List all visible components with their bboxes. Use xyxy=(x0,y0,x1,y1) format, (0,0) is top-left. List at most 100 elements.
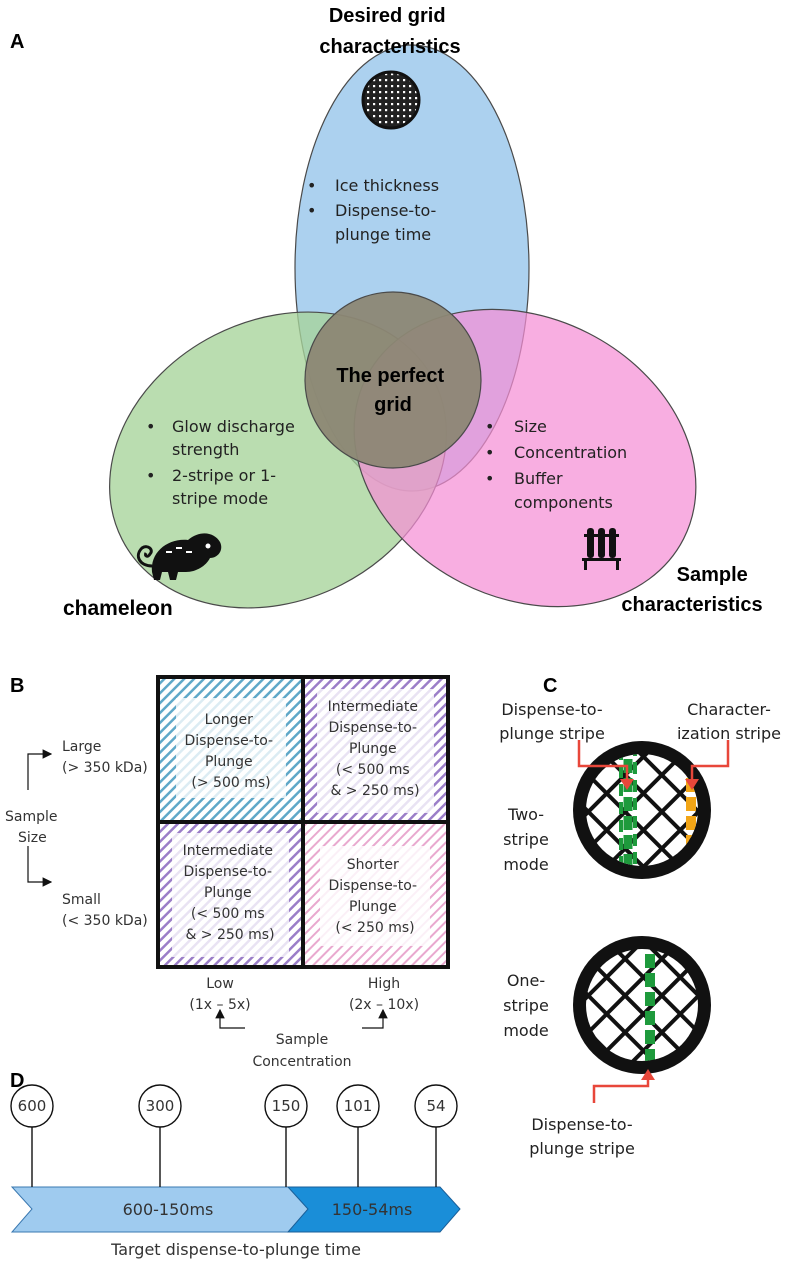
cell-tr-line3: Plunge xyxy=(349,741,397,757)
conc-low: Low xyxy=(206,976,234,992)
cell-br-line2: Dispense-to- xyxy=(328,878,417,894)
cell-br-text: Shorter Dispense-to- Plunge (< 250 ms) xyxy=(328,857,421,936)
size-large: Large xyxy=(62,739,101,755)
chameleon-bullet-item-1: Glow discharge xyxy=(172,417,295,436)
cell-tr-line1: Intermediate xyxy=(328,699,418,715)
cell-tl-text: Longer Dispense-to- Plunge (> 500 ms) xyxy=(184,712,277,791)
cell-tl-line3: Plunge xyxy=(205,754,253,770)
cell-bl-line3: Plunge xyxy=(204,885,252,901)
grid-bullets: • Ice thickness • Dispense-to- plunge ti… xyxy=(307,176,439,244)
timeline-pins xyxy=(10,1084,458,1187)
chameleon-bullet-2: • xyxy=(146,466,155,485)
cell-bl-text: Intermediate Dispense-to- Plunge (< 500 … xyxy=(183,843,278,943)
timeline xyxy=(10,1186,461,1233)
size-axis-line2: Size xyxy=(18,830,47,846)
chameleon-label: chameleon xyxy=(63,597,173,620)
dispense-label-bottom-line1: Dispense-to- xyxy=(531,1115,632,1134)
dispense-label-top-line2: plunge stripe xyxy=(499,724,605,743)
dispense-label-bottom-line2: plunge stripe xyxy=(529,1139,635,1158)
venn-diagram xyxy=(109,44,697,609)
sample-bullet-1: • xyxy=(485,417,494,436)
conc-low-range: (1x – 5x) xyxy=(189,997,250,1013)
chameleon-bullet-item-2b: stripe mode xyxy=(172,489,268,508)
size-small: Small xyxy=(62,892,101,908)
cell-br-line1: Shorter xyxy=(347,857,399,873)
conc-high-range: (2x – 10x) xyxy=(349,997,419,1013)
cell-br-line4: (< 250 ms) xyxy=(335,920,414,936)
pin-label-150: 150 xyxy=(272,1097,301,1115)
arrow-head-dispense-bottom xyxy=(641,1069,655,1080)
one-stripe-line3: mode xyxy=(503,1021,548,1040)
perfect-grid-circle xyxy=(304,291,482,469)
sample-bullets: • Size • Concentration • Buffer componen… xyxy=(485,417,627,512)
cell-bl-line5: & > 250 ms) xyxy=(185,927,274,943)
cell-bl-line2: Dispense-to- xyxy=(183,864,272,880)
sample-bullet-2: • xyxy=(485,443,494,462)
one-stripe-line1: One- xyxy=(507,971,545,990)
cell-tl-line1: Longer xyxy=(205,712,253,728)
segment-2-label: 150-54ms xyxy=(332,1200,413,1219)
grid-title-line2: characteristics xyxy=(319,36,460,58)
cell-tl-line4: (> 500 ms) xyxy=(191,775,270,791)
grid-title-line1: Desired grid xyxy=(329,5,446,27)
panel-a-letter: A xyxy=(10,31,24,53)
pin-101 xyxy=(336,1084,380,1128)
char-label-line1: Character- xyxy=(687,700,771,719)
size-small-range: (< 350 kDa) xyxy=(62,913,148,929)
two-stripe-line3: mode xyxy=(503,855,548,874)
panel-d-letter: D xyxy=(10,1070,24,1092)
cell-tr-text: Intermediate Dispense-to- Plunge (< 500 … xyxy=(328,699,423,799)
two-stripe-line2: stripe xyxy=(503,830,549,849)
sample-bullet-item-1: Size xyxy=(514,417,547,436)
grid-bullet-2: • xyxy=(307,201,316,220)
chameleon-bullet-item-2: 2-stripe or 1- xyxy=(172,466,276,485)
conc-axis-line2: Concentration xyxy=(252,1054,351,1070)
conc-axis-line1: Sample xyxy=(276,1032,329,1048)
cell-br-line3: Plunge xyxy=(349,899,397,915)
chameleon-bullet-1: • xyxy=(146,417,155,436)
size-large-range: (> 350 kDa) xyxy=(62,760,148,776)
conc-high: High xyxy=(368,976,400,992)
center-line1: The perfect xyxy=(336,365,444,387)
pin-150 xyxy=(264,1084,308,1128)
grid-bullet-item-2: Dispense-to- xyxy=(335,201,436,220)
cell-tr-line2: Dispense-to- xyxy=(328,720,417,736)
cell-bl-line1: Intermediate xyxy=(183,843,273,859)
timeline-caption: Target dispense-to-plunge time xyxy=(110,1240,361,1259)
size-axis xyxy=(27,749,53,887)
pin-54 xyxy=(414,1084,458,1128)
size-axis-line1: Sample xyxy=(5,809,58,825)
two-stripe-dispense-stripe xyxy=(619,754,637,866)
pin-label-54: 54 xyxy=(426,1097,445,1115)
pin-label-101: 101 xyxy=(344,1097,373,1115)
chameleon-bullet-item-1b: strength xyxy=(172,440,239,459)
char-label-line2: ization stripe xyxy=(677,724,781,743)
center-line2: grid xyxy=(374,394,412,416)
sample-label-line1: Sample xyxy=(677,564,748,586)
two-stripe-line1: Two- xyxy=(507,805,544,824)
cell-tr-line4: (< 500 ms xyxy=(336,762,410,778)
svg-text:Desired grid characteristi: Desired grid characteristics xyxy=(319,5,460,58)
chameleon-icon xyxy=(136,533,222,580)
stripe-arrows xyxy=(577,740,730,1103)
svg-text:The perfect grid: The perfect grid xyxy=(336,365,449,416)
sample-bullet-item-3: Buffer xyxy=(514,469,563,488)
panel-c-letter: C xyxy=(543,675,557,697)
two-stripe-grid xyxy=(573,741,711,879)
grid-bullet-item-2b: plunge time xyxy=(335,225,431,244)
dispense-label-top-line1: Dispense-to- xyxy=(501,700,602,719)
cell-tl-line2: Dispense-to- xyxy=(184,733,273,749)
arrow-head-char xyxy=(685,779,699,790)
one-stripe-grid xyxy=(573,936,711,1074)
concentration-axis xyxy=(215,1008,388,1029)
sample-bullet-3: • xyxy=(485,469,494,488)
sample-label-line2: characteristics xyxy=(621,594,762,616)
concentration-size-matrix xyxy=(156,675,450,969)
timeline-segment-2 xyxy=(286,1186,461,1233)
pin-label-600: 600 xyxy=(18,1097,47,1115)
segment-1-label: 600-150ms xyxy=(123,1200,214,1219)
chameleon-bullets: • Glow discharge strength • 2-stripe or … xyxy=(146,417,295,508)
pin-600 xyxy=(10,1084,54,1128)
cell-bl-line4: (< 500 ms xyxy=(191,906,265,922)
